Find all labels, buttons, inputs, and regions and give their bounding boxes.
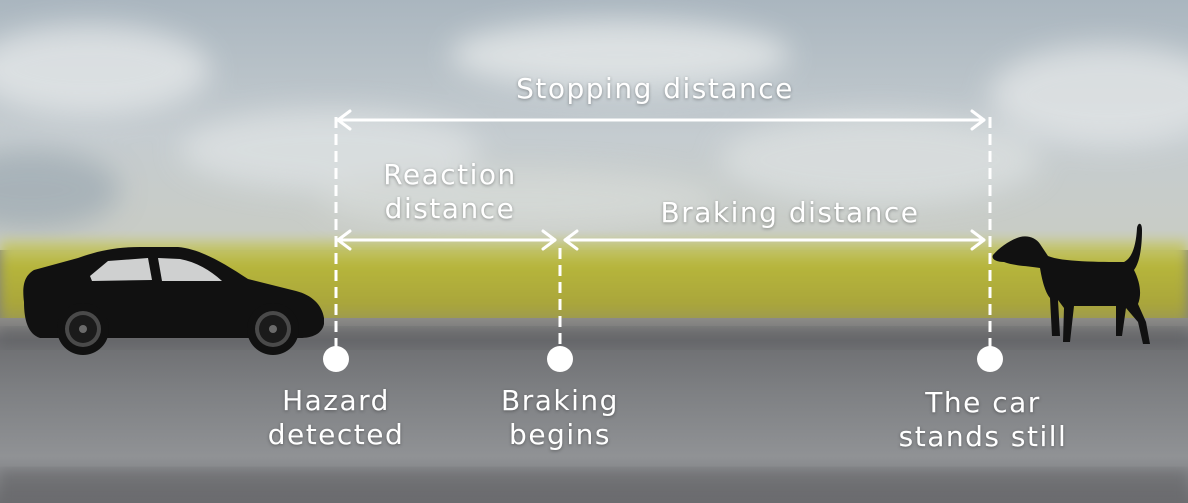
reaction-distance-arrow: [336, 229, 557, 251]
hazard-detected-label: Hazard detected: [267, 384, 405, 451]
stopping-distance-label: Stopping distance: [516, 72, 794, 105]
stop-point-marker: [977, 346, 1003, 372]
car-silhouette-icon: [23, 247, 324, 355]
stopping-distance-arrow: [336, 109, 986, 131]
dog-silhouette-icon: [992, 223, 1150, 344]
braking-point-marker: [547, 346, 573, 372]
braking-distance-arrow: [563, 229, 986, 251]
car-stands-still-label: The car stands still: [898, 386, 1068, 453]
braking-begins-label: Braking begins: [501, 384, 619, 451]
reaction-distance-label: Reaction distance: [383, 158, 517, 225]
braking-distance-label: Braking distance: [660, 196, 920, 229]
hazard-point-marker: [323, 346, 349, 372]
